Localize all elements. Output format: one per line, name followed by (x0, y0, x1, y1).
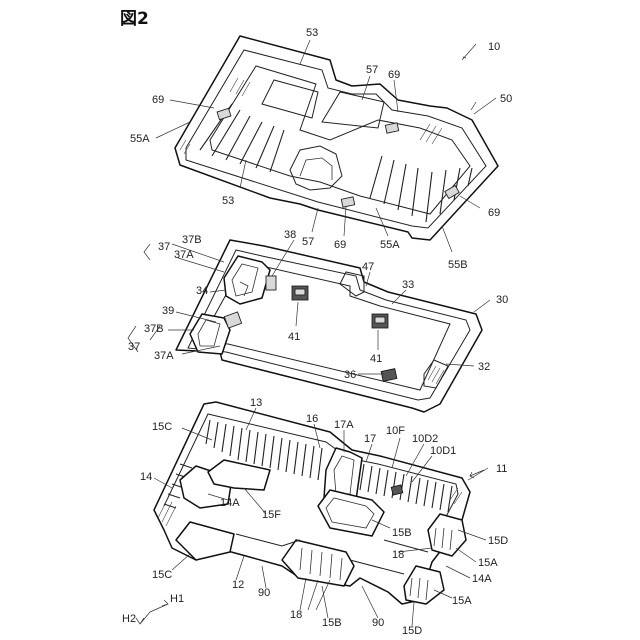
label-15A-right: 15A (478, 557, 498, 569)
label-55B: 55B (448, 259, 468, 271)
label-53-top: 53 (306, 27, 318, 39)
socket-41-left-inner (295, 289, 305, 295)
label-37B-top: 37B (182, 234, 202, 246)
label-14: 14 (140, 471, 152, 483)
label-14A-left: 14A (220, 497, 240, 509)
label-55A-bottom: 55A (380, 239, 400, 251)
direction-arrows (136, 600, 168, 624)
label-10: 10 (488, 41, 500, 53)
label-17A: 17A (334, 419, 354, 431)
label-39: 39 (162, 305, 174, 317)
label-15D-bottom: 15D (402, 625, 422, 637)
label-32: 32 (478, 361, 490, 373)
label-36: 36 (344, 369, 356, 381)
label-47: 47 (362, 261, 374, 273)
label-33: 33 (402, 279, 414, 291)
top-leader-arrows (463, 57, 476, 110)
label-10F: 10F (386, 425, 405, 437)
label-12: 12 (232, 579, 244, 591)
label-37-bottom: 37 (128, 341, 140, 353)
label-69-bottom: 69 (334, 239, 346, 251)
label-H1: H1 (170, 593, 184, 605)
label-18-right: 18 (392, 549, 404, 561)
label-69-right: 69 (488, 207, 500, 219)
label-18-bottom: 18 (290, 609, 302, 621)
label-69-top-left: 69 (152, 94, 164, 106)
label-15D-right: 15D (488, 535, 508, 547)
label-16: 16 (306, 413, 318, 425)
label-H2: H2 (122, 613, 136, 625)
label-57-bottom: 57 (302, 236, 314, 248)
label-41-right: 41 (370, 353, 382, 365)
arrow-11 (470, 470, 484, 478)
label-11: 11 (496, 463, 507, 475)
label-15A-bottom: 15A (452, 595, 472, 607)
direction-indicator (136, 600, 168, 624)
middle-group-brackets (128, 244, 150, 352)
label-15B-center: 15B (392, 527, 412, 539)
label-10D1: 10D1 (430, 445, 456, 457)
label-37A-top: 37A (174, 249, 194, 261)
label-15F: 15F (262, 509, 281, 521)
label-90-right: 90 (372, 617, 384, 629)
label-50: 50 (500, 93, 512, 105)
label-34: 34 (196, 285, 208, 297)
label-55A-top-left: 55A (130, 133, 150, 145)
label-15B-bottom: 15B (322, 617, 342, 629)
socket-38 (266, 276, 276, 290)
label-13: 13 (250, 397, 262, 409)
label-38: 38 (284, 229, 296, 241)
figure-title: 図2 (120, 9, 149, 29)
label-69-top-right: 69 (388, 69, 400, 81)
label-14A-right: 14A (472, 573, 492, 585)
label-37A-bottom: 37A (154, 350, 174, 362)
label-30: 30 (496, 294, 508, 306)
label-17: 17 (364, 433, 376, 445)
label-15C-bottom: 15C (152, 569, 172, 581)
label-10D2: 10D2 (412, 433, 438, 445)
label-37B-bottom: 37B (144, 323, 164, 335)
label-37-top: 37 (158, 241, 170, 253)
label-41-left: 41 (288, 331, 300, 343)
socket-41-right-inner (375, 317, 385, 323)
middle-tray-30 (176, 240, 482, 412)
label-15C-top: 15C (152, 421, 172, 433)
top-tray-50 (175, 36, 498, 240)
label-57-top: 57 (366, 64, 378, 76)
label-90-left: 90 (258, 587, 270, 599)
label-53-bottom: 53 (222, 195, 234, 207)
